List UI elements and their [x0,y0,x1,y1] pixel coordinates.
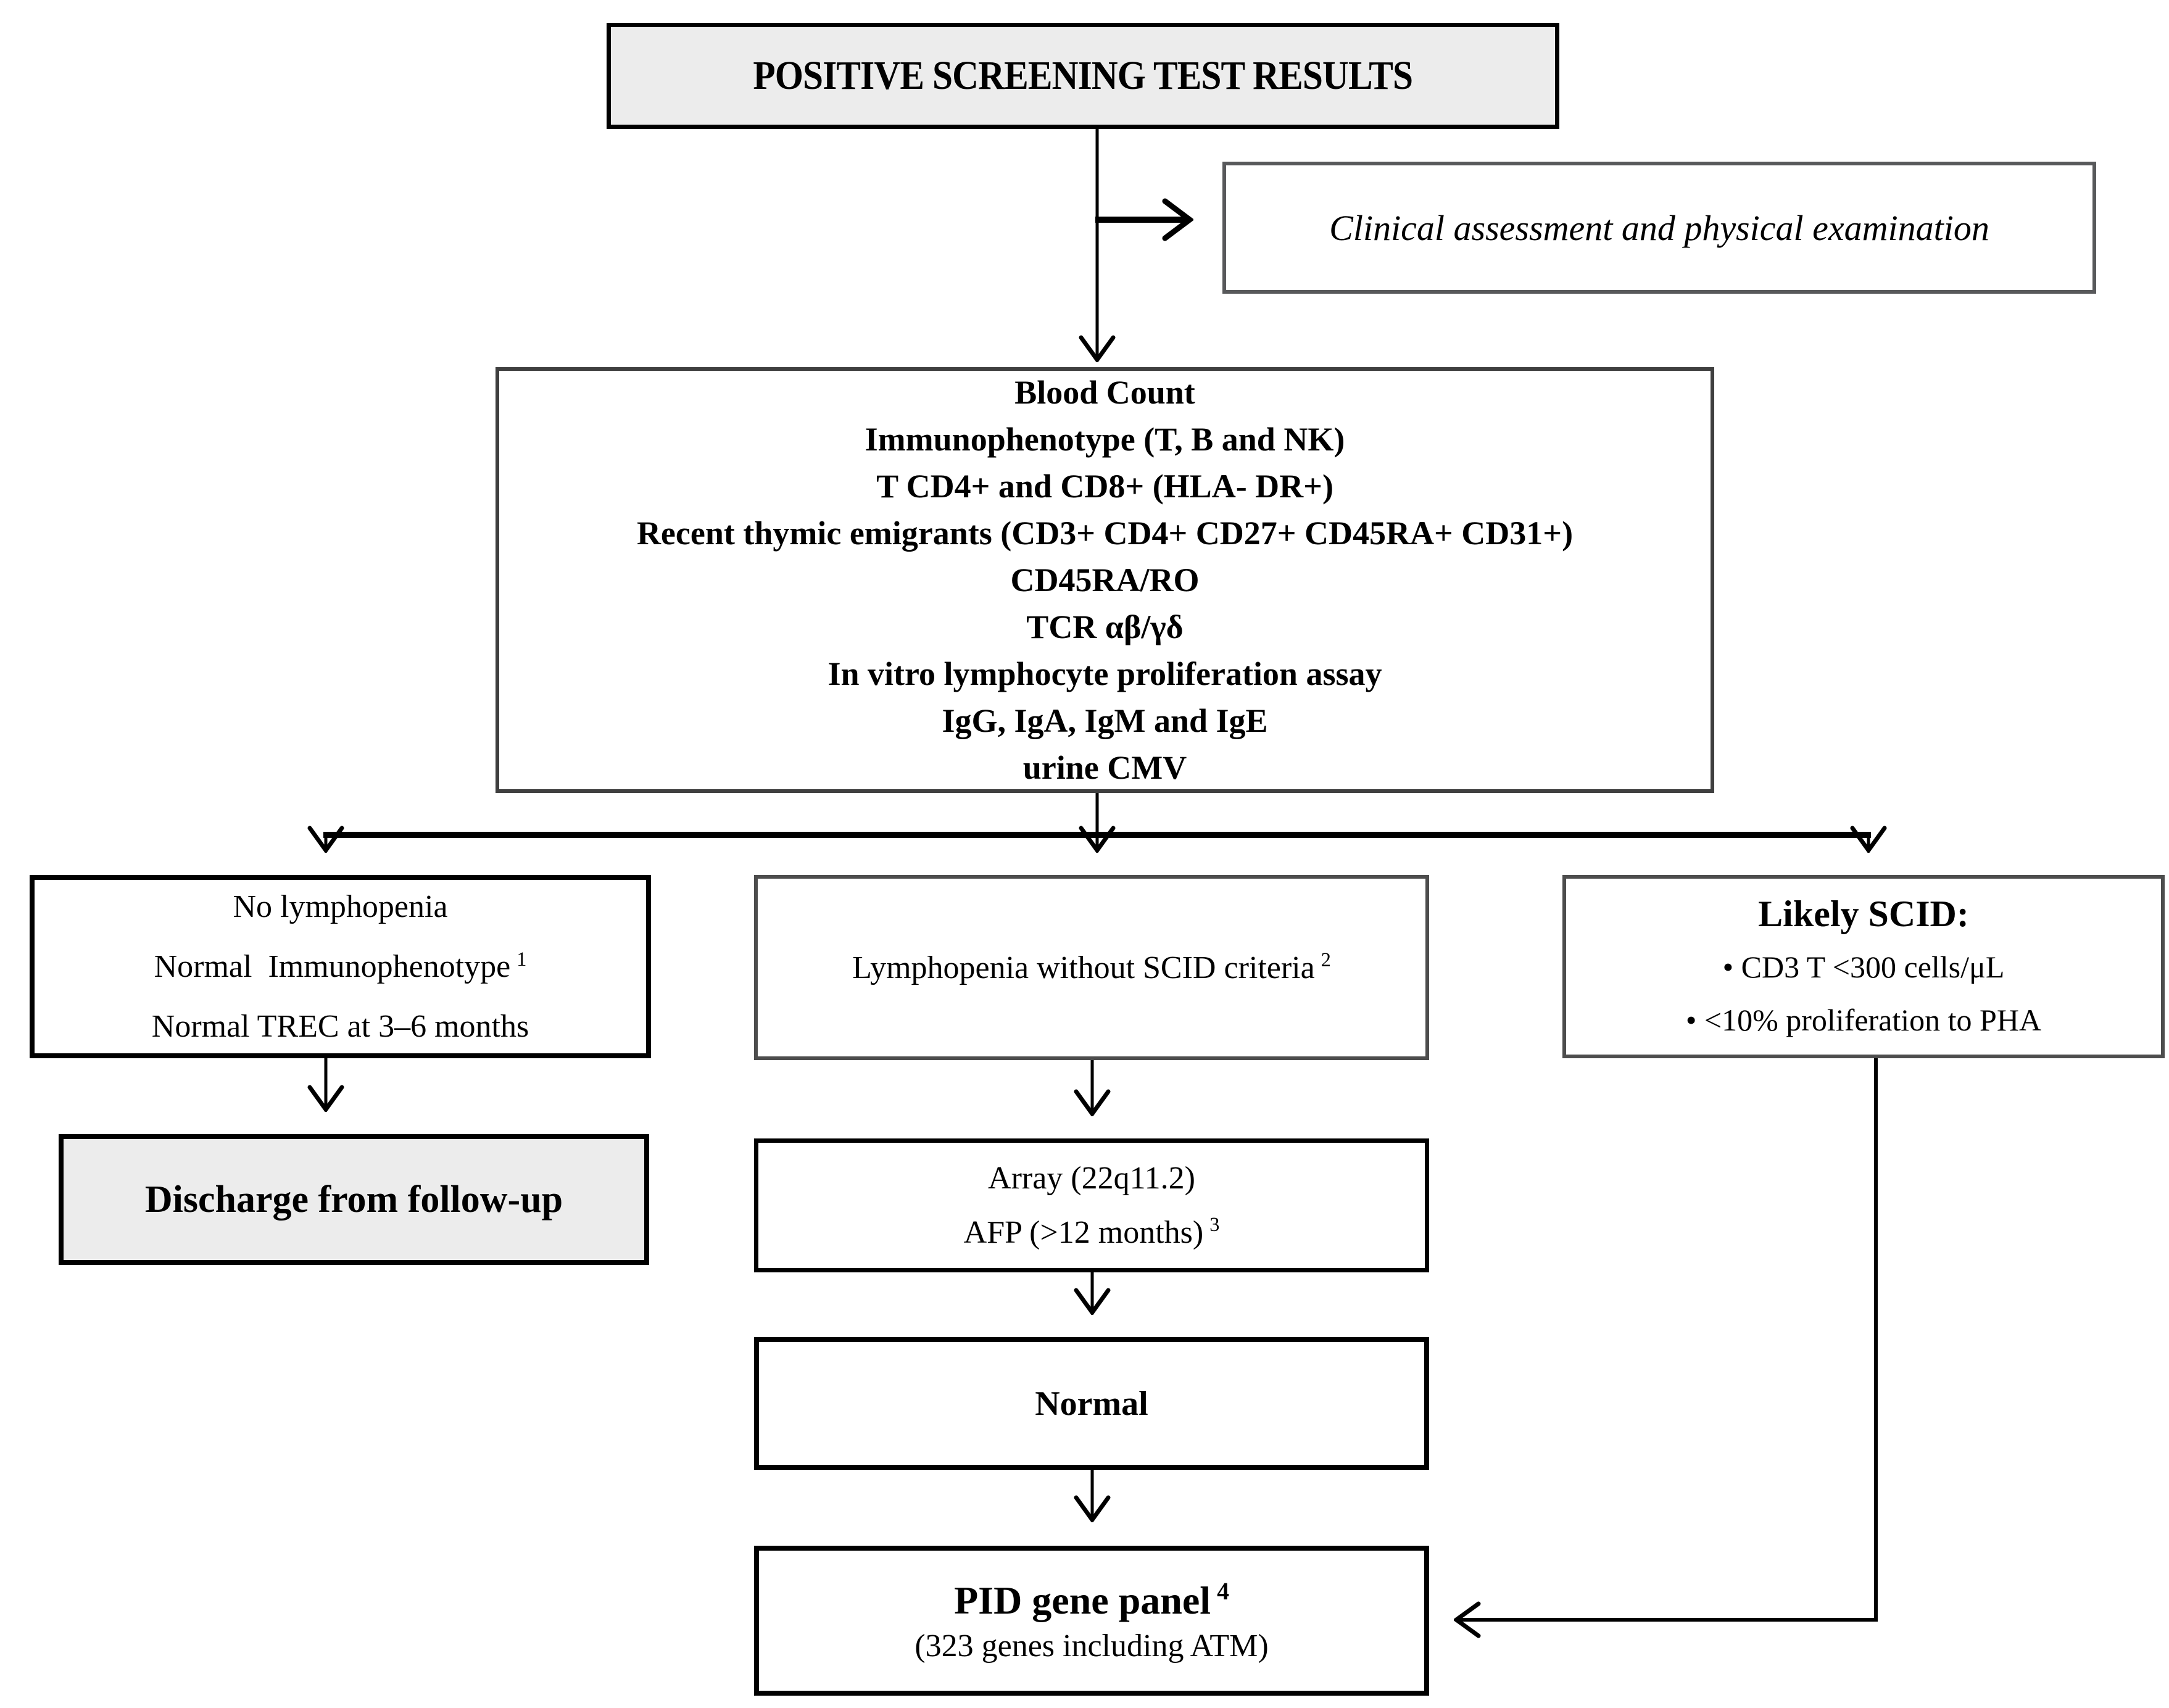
likely-scid-bullet-1: • CD3 T <300 cells/μL [1722,949,2005,984]
footnote-ref-1: 1 [516,947,527,970]
no-lymphopenia-line1: No lymphopenia [233,889,448,924]
pid-panel-title-text: PID gene panel [954,1578,1211,1622]
workup-line: TCR αβ/γδ [1026,608,1184,645]
no-lymphopenia-line2-text: Normal Immunophenotype [154,949,511,984]
workup-line: T CD4+ and CD8+ (HLA- DR+) [876,468,1333,505]
array-line2: AFP (>12 months)3 [964,1206,1220,1260]
node-discharge: Discharge from follow-up [59,1134,649,1265]
node-array-afp: Array (22q11.2) AFP (>12 months)3 [754,1138,1429,1272]
node-laboratory-workup: Blood Count Immunophenotype (T, B and NK… [496,367,1714,793]
node-positive-screening-label: POSITIVE SCREENING TEST RESULTS [753,53,1414,98]
likely-scid-title: Likely SCID: [1758,893,1969,934]
lymphopenia-label-text: Lymphopenia without SCID criteria [852,950,1315,985]
likely-scid-bullet-2: • <10% proliferation to PHA [1685,1002,2042,1037]
node-positive-screening: POSITIVE SCREENING TEST RESULTS [607,23,1559,129]
workup-line: In vitro lymphocyte proliferation assay [827,655,1382,692]
workup-line: Blood Count [1014,374,1195,411]
discharge-label: Discharge from follow-up [144,1178,563,1221]
node-lymphopenia-without-scid: Lymphopenia without SCID criteria 2 [754,875,1429,1060]
node-normal-result: Normal [754,1337,1429,1470]
node-clinical-assessment: Clinical assessment and physical examina… [1222,162,2096,294]
footnote-ref-3: 3 [1209,1213,1220,1236]
no-lymphopenia-line3: Normal TREC at 3–6 months [151,1009,529,1044]
node-clinical-assessment-label: Clinical assessment and physical examina… [1329,207,1989,248]
workup-line: Recent thymic emigrants (CD3+ CD4+ CD27+… [636,515,1574,552]
footnote-ref-2: 2 [1321,948,1331,971]
array-line1: Array (22q11.2) [988,1160,1195,1196]
normal-label: Normal [1035,1384,1148,1423]
arrow-likely-scid-to-pid-panel [1456,1058,1878,1620]
footnote-ref-4: 4 [1217,1578,1229,1606]
workup-line: Immunophenotype (T, B and NK) [865,421,1345,458]
array-line2-text: AFP (>12 months) [963,1214,1204,1250]
workup-line: urine CMV [1022,749,1187,786]
node-likely-scid: Likely SCID: • CD3 T <300 cells/μL • <10… [1562,875,2165,1058]
pid-panel-subtitle: (323 genes including ATM) [914,1628,1269,1664]
lymphopenia-label: Lymphopenia without SCID criteria 2 [852,938,1331,998]
workup-line: IgG, IgA, IgM and IgE [942,702,1268,739]
workup-line: CD45RA/RO [1010,562,1200,599]
